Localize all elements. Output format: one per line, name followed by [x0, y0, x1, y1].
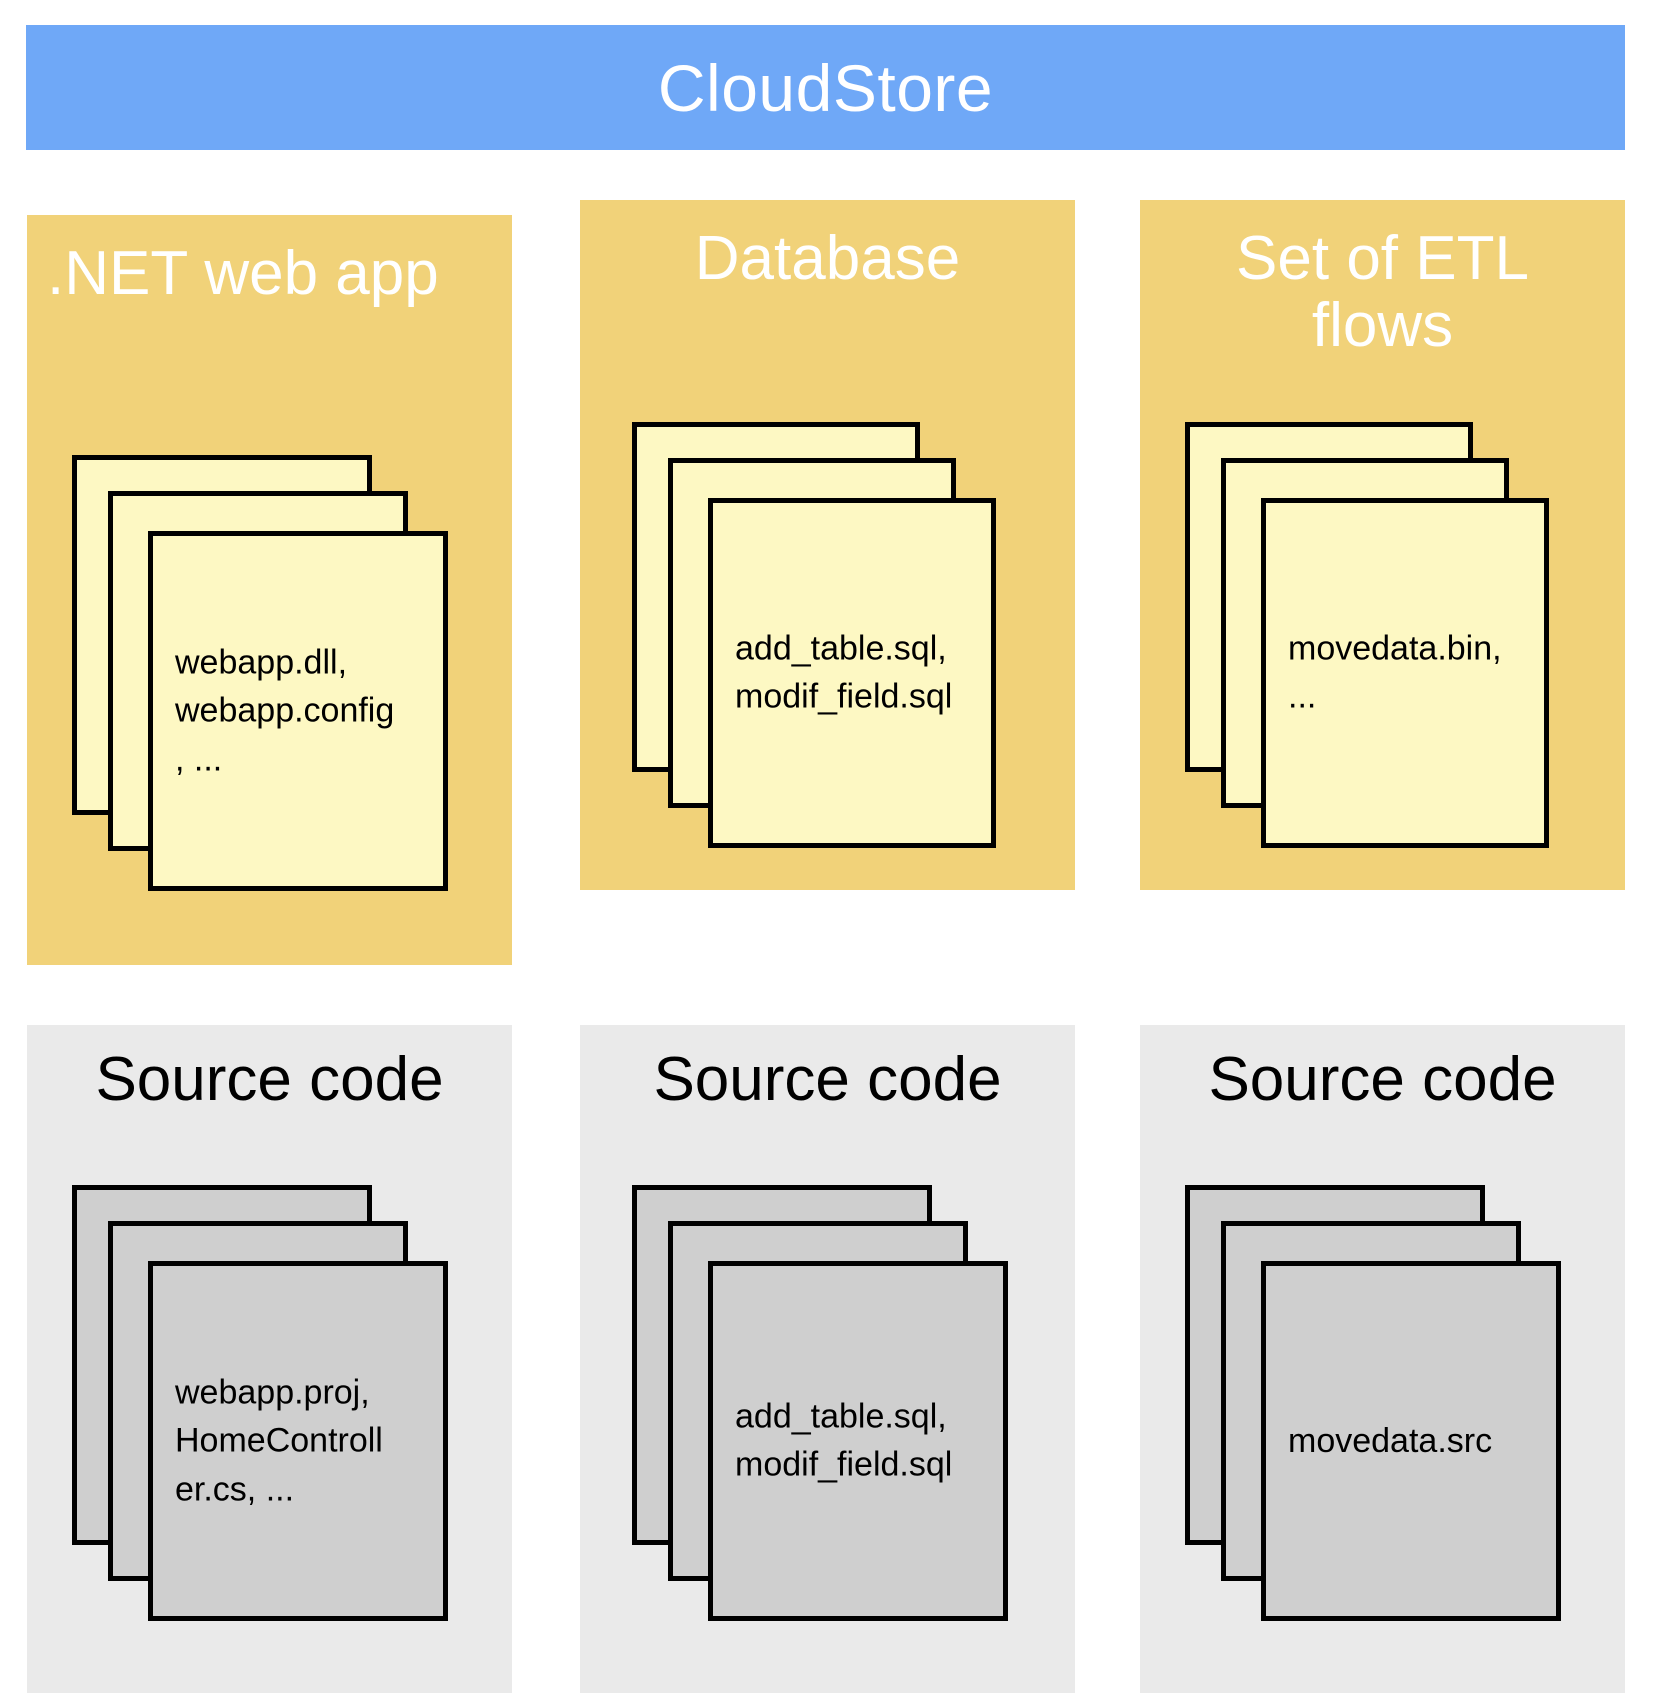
artifact-panel-title: Set of ETL flows	[1236, 224, 1529, 360]
source-panel-title: Source code	[1208, 1045, 1557, 1114]
document-stack[interactable]: add_table.sql, modif_field.sql	[632, 1185, 1032, 1655]
page-title: CloudStore	[657, 50, 994, 125]
document-card-label: webapp.proj, HomeControll er.cs, ...	[175, 1373, 383, 1509]
document-stack[interactable]: webapp.proj, HomeControll er.cs, ...	[72, 1185, 472, 1655]
document-card-front: movedata.src	[1261, 1261, 1561, 1621]
artifact-panel-title: .NET web app	[47, 239, 439, 308]
document-card-front: webapp.proj, HomeControll er.cs, ...	[148, 1261, 448, 1621]
document-stack[interactable]: movedata.bin, ...	[1185, 422, 1585, 852]
cloudstore-header-banner: CloudStore	[26, 25, 1625, 150]
source-code-panel-etl-flows: Source code movedata.src	[1140, 1025, 1625, 1693]
document-stack[interactable]: add_table.sql, modif_field.sql	[632, 422, 1032, 852]
document-card-front: webapp.dll, webapp.config , ...	[148, 531, 448, 891]
document-stack[interactable]: movedata.src	[1185, 1185, 1585, 1655]
document-card-label: movedata.bin, ...	[1288, 629, 1502, 716]
source-code-panel-dotnet-web-app: Source code webapp.proj, HomeControll er…	[27, 1025, 512, 1693]
document-card-front: add_table.sql, modif_field.sql	[708, 498, 996, 848]
document-card-label: webapp.dll, webapp.config , ...	[175, 643, 395, 779]
artifact-panel-database: Database add_table.sql, modif_field.sql	[580, 200, 1075, 890]
document-card-front: add_table.sql, modif_field.sql	[708, 1261, 1008, 1621]
document-card-label: add_table.sql, modif_field.sql	[735, 629, 953, 716]
document-card-label: movedata.src	[1288, 1421, 1493, 1460]
artifact-panel-title: Database	[694, 224, 961, 293]
document-card-front: movedata.bin, ...	[1261, 498, 1549, 848]
artifact-panel-dotnet-web-app: .NET web app webapp.dll, webapp.config ,…	[27, 215, 512, 965]
document-card-label: add_table.sql, modif_field.sql	[735, 1397, 953, 1484]
document-stack[interactable]: webapp.dll, webapp.config , ...	[72, 455, 472, 935]
source-panel-title: Source code	[95, 1045, 444, 1114]
artifact-panel-etl-flows: Set of ETL flows movedata.bin, ...	[1140, 200, 1625, 890]
source-panel-title: Source code	[653, 1045, 1002, 1114]
source-code-panel-database: Source code add_table.sql, modif_field.s…	[580, 1025, 1075, 1693]
